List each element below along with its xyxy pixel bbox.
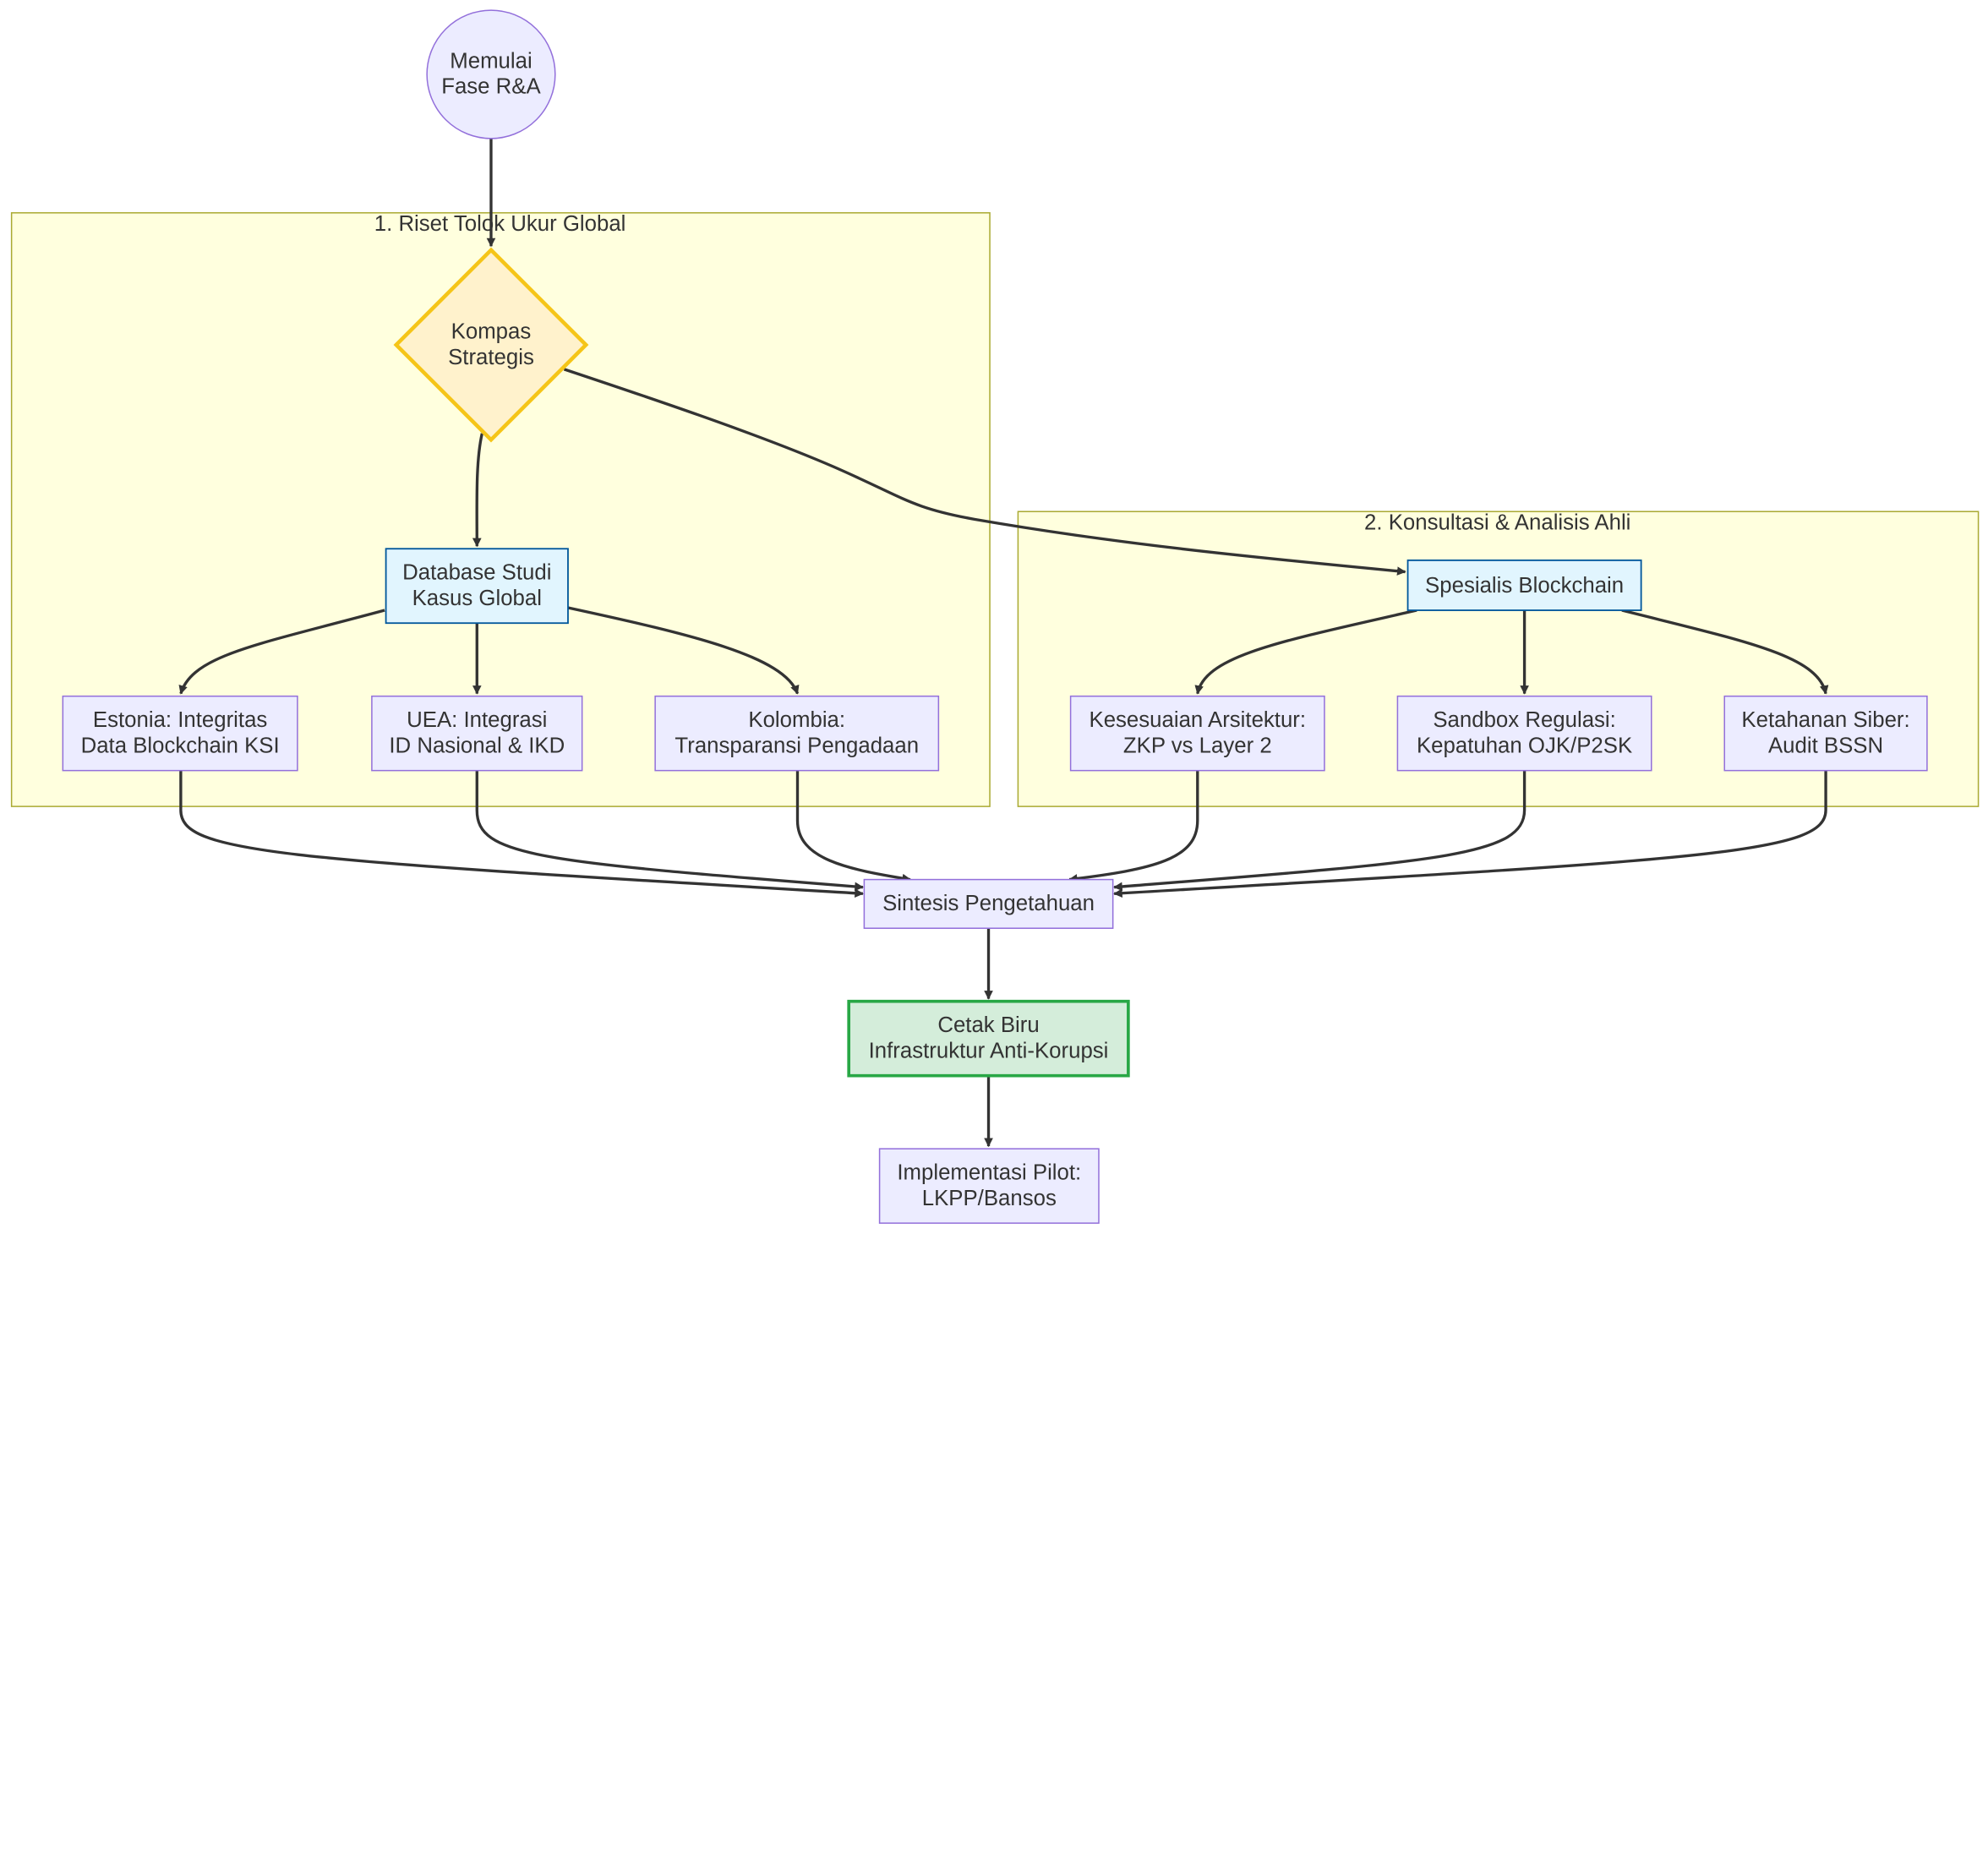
node-kolombia-line2: Transparansi Pengadaan bbox=[674, 733, 920, 758]
edge-spesialis-to-arsitektur bbox=[1194, 609, 1417, 695]
node-kompas-line2: Strategis bbox=[448, 345, 534, 369]
node-siber-label: Ketahanan Siber: Audit BSSN bbox=[1724, 696, 1927, 771]
node-sandbox-line2: Kepatuhan OJK/P2SK bbox=[1416, 733, 1633, 758]
edge-siber-to-sintesis bbox=[1113, 770, 1827, 898]
node-kolombia-shape bbox=[654, 695, 940, 772]
node-start-shape bbox=[426, 9, 556, 139]
node-siber-shape bbox=[1723, 695, 1928, 772]
node-estonia-line1: Estonia: Integritas bbox=[92, 707, 268, 733]
edge-estonia-to-sintesis bbox=[179, 770, 864, 898]
node-siber-line1: Ketahanan Siber: bbox=[1741, 707, 1910, 733]
node-start-label: Memulai Fase R&A bbox=[427, 10, 555, 139]
group-konsultasi-label: 2. Konsultasi & Analisis Ahli bbox=[1364, 510, 1631, 535]
node-kolombia-line1: Kolombia: bbox=[748, 707, 846, 733]
node-spesialis-shape bbox=[1406, 559, 1642, 611]
node-database-label: Database Studi Kasus Global bbox=[386, 549, 568, 623]
flowchart bbox=[10, 9, 1980, 1224]
edge-sandbox-to-sintesis bbox=[1113, 770, 1526, 892]
node-cetak-line1: Cetak Biru bbox=[937, 1013, 1040, 1038]
edge-database-to-estonia bbox=[178, 609, 385, 695]
group-riset-label: 1. Riset Tolok Ukur Global bbox=[374, 211, 626, 237]
node-kolombia-label: Kolombia: Transparansi Pengadaan bbox=[655, 696, 938, 771]
node-sintesis-label: Sintesis Pengetahuan bbox=[864, 880, 1112, 929]
node-kompas-line1: Kompas bbox=[451, 319, 532, 344]
edge-arsitektur-to-sintesis bbox=[1068, 770, 1199, 883]
edge-kompas-to-spesialis bbox=[563, 368, 1406, 576]
node-uea-line1: UEA: Integrasi bbox=[407, 707, 548, 733]
node-spesialis-label: Spesialis Blockchain bbox=[1408, 560, 1641, 610]
edge-database-to-kolombia bbox=[567, 606, 800, 695]
node-cetak-line2: Infrastruktur Anti-Korupsi bbox=[868, 1038, 1109, 1063]
node-start-line2: Fase R&A bbox=[441, 74, 541, 99]
node-pilot-line1: Implementasi Pilot: bbox=[897, 1160, 1082, 1185]
node-database-shape bbox=[385, 548, 569, 625]
node-database-line2: Kasus Global bbox=[412, 586, 542, 611]
node-sandbox-shape bbox=[1396, 695, 1652, 772]
edge-kolombia-to-sintesis bbox=[795, 770, 912, 883]
node-estonia-line2: Data Blockchain KSI bbox=[80, 733, 280, 758]
node-kompas-label: Kompas Strategis bbox=[396, 250, 587, 440]
node-sintesis-line1: Sintesis Pengetahuan bbox=[882, 891, 1095, 916]
node-estonia-shape bbox=[62, 695, 298, 772]
node-start-line1: Memulai bbox=[450, 48, 532, 74]
node-arsitektur-line2: ZKP vs Layer 2 bbox=[1122, 733, 1272, 758]
node-sintesis-shape bbox=[863, 878, 1114, 929]
node-cetak-shape bbox=[847, 999, 1130, 1078]
node-siber-line2: Audit BSSN bbox=[1767, 733, 1884, 758]
node-pilot-shape bbox=[878, 1148, 1100, 1224]
node-pilot-label: Implementasi Pilot: LKPP/Bansos bbox=[880, 1149, 1099, 1223]
node-cetak-label: Cetak Biru Infrastruktur Anti-Korupsi bbox=[849, 1002, 1128, 1076]
node-uea-line2: ID Nasional & IKD bbox=[389, 733, 565, 758]
node-pilot-line2: LKPP/Bansos bbox=[921, 1186, 1057, 1210]
node-arsitektur-label: Kesesuaian Arsitektur: ZKP vs Layer 2 bbox=[1071, 696, 1324, 771]
edge-kompas-to-database bbox=[472, 433, 483, 548]
node-sandbox-line1: Sandbox Regulasi: bbox=[1433, 707, 1616, 733]
edge-uea-to-sintesis bbox=[475, 770, 864, 892]
node-uea-shape bbox=[371, 695, 583, 772]
node-arsitektur-shape bbox=[1069, 695, 1325, 772]
node-database-line1: Database Studi bbox=[402, 560, 552, 585]
node-arsitektur-line1: Kesesuaian Arsitektur: bbox=[1089, 707, 1307, 733]
node-spesialis-line1: Spesialis Blockchain bbox=[1425, 572, 1625, 598]
edge-spesialis-to-siber bbox=[1621, 609, 1829, 695]
node-sandbox-label: Sandbox Regulasi: Kepatuhan OJK/P2SK bbox=[1397, 696, 1651, 771]
node-estonia-label: Estonia: Integritas Data Blockchain KSI bbox=[63, 696, 298, 771]
node-kompas-shape bbox=[393, 247, 589, 443]
node-uea-label: UEA: Integrasi ID Nasional & IKD bbox=[372, 696, 582, 771]
